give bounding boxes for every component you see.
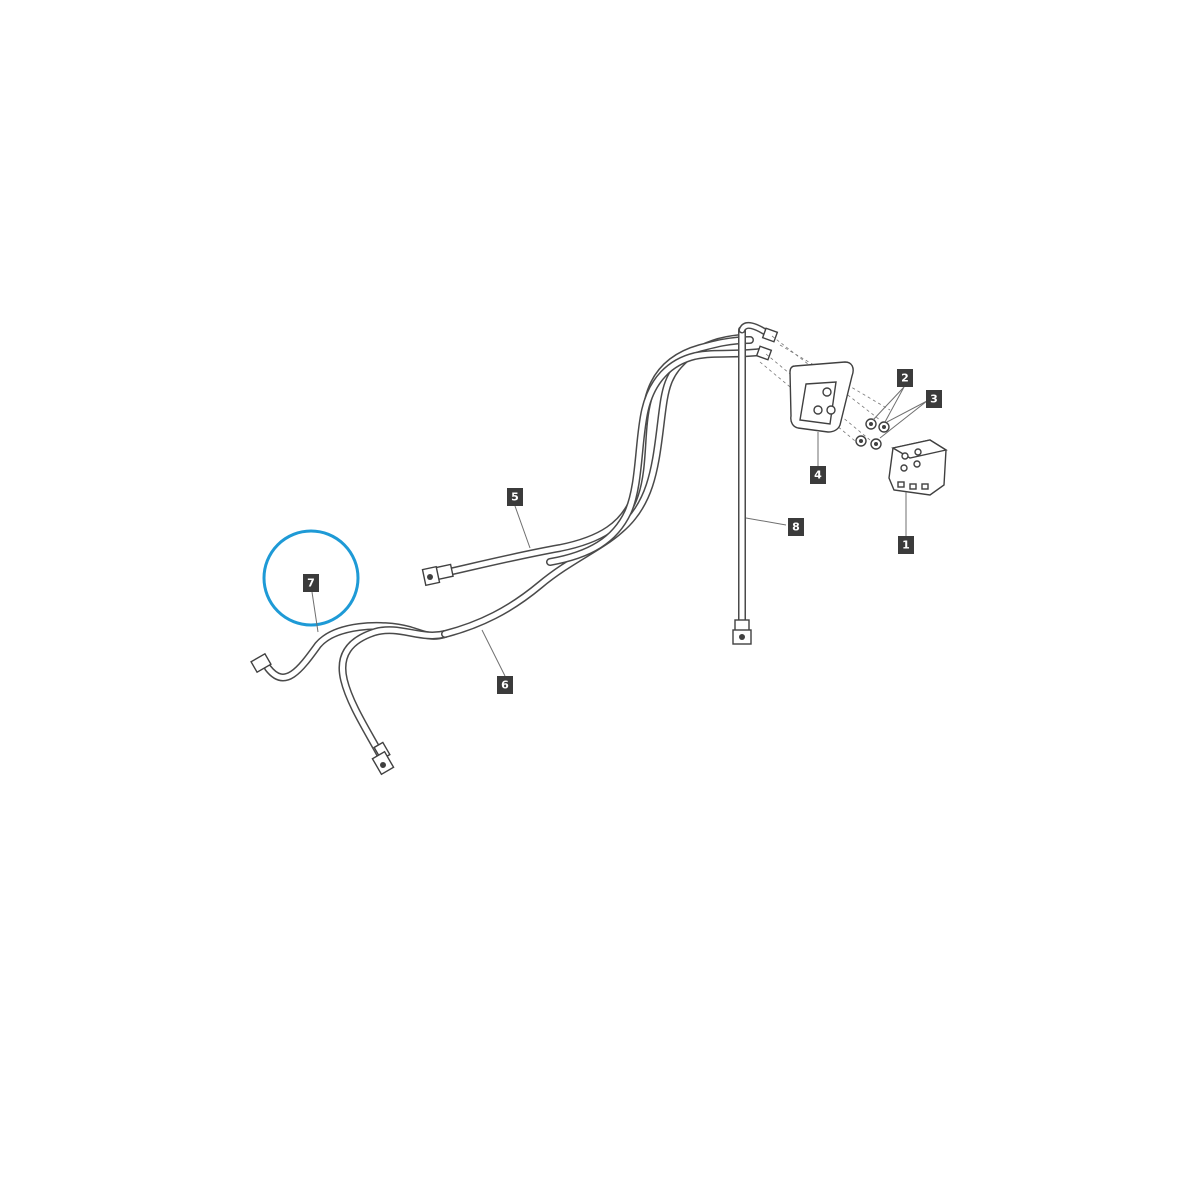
callout-8: 8 [788, 518, 804, 536]
callout-2: 2 [897, 369, 913, 387]
hose-8 [732, 321, 779, 645]
callout-7: 7 [303, 574, 319, 592]
part-1-steering-unit [888, 439, 948, 496]
leader-lines [311, 386, 928, 677]
parts-2-3-seals [855, 418, 890, 450]
callout-4: 4 [810, 466, 826, 484]
hose-6-7-group [250, 334, 744, 776]
callout-3-label: 3 [930, 393, 938, 406]
callout-6-label: 6 [501, 679, 509, 692]
fitting-bottom [371, 741, 395, 776]
callout-4-label: 4 [814, 469, 822, 482]
callout-8-label: 8 [792, 521, 800, 534]
callout-6: 6 [497, 676, 513, 694]
callout-2-label: 2 [901, 372, 909, 385]
fitting-left [250, 652, 272, 674]
callout-1-label: 1 [902, 539, 910, 552]
fitting-hose-5 [421, 563, 454, 587]
callout-1: 1 [898, 536, 914, 554]
callout-5: 5 [507, 488, 523, 506]
callout-5-label: 5 [511, 491, 519, 504]
part-4-bracket [789, 361, 854, 433]
callout-7-label: 7 [307, 577, 315, 590]
callout-3: 3 [926, 390, 942, 408]
highlight-circle [262, 529, 360, 627]
hose-5-group [421, 336, 764, 587]
